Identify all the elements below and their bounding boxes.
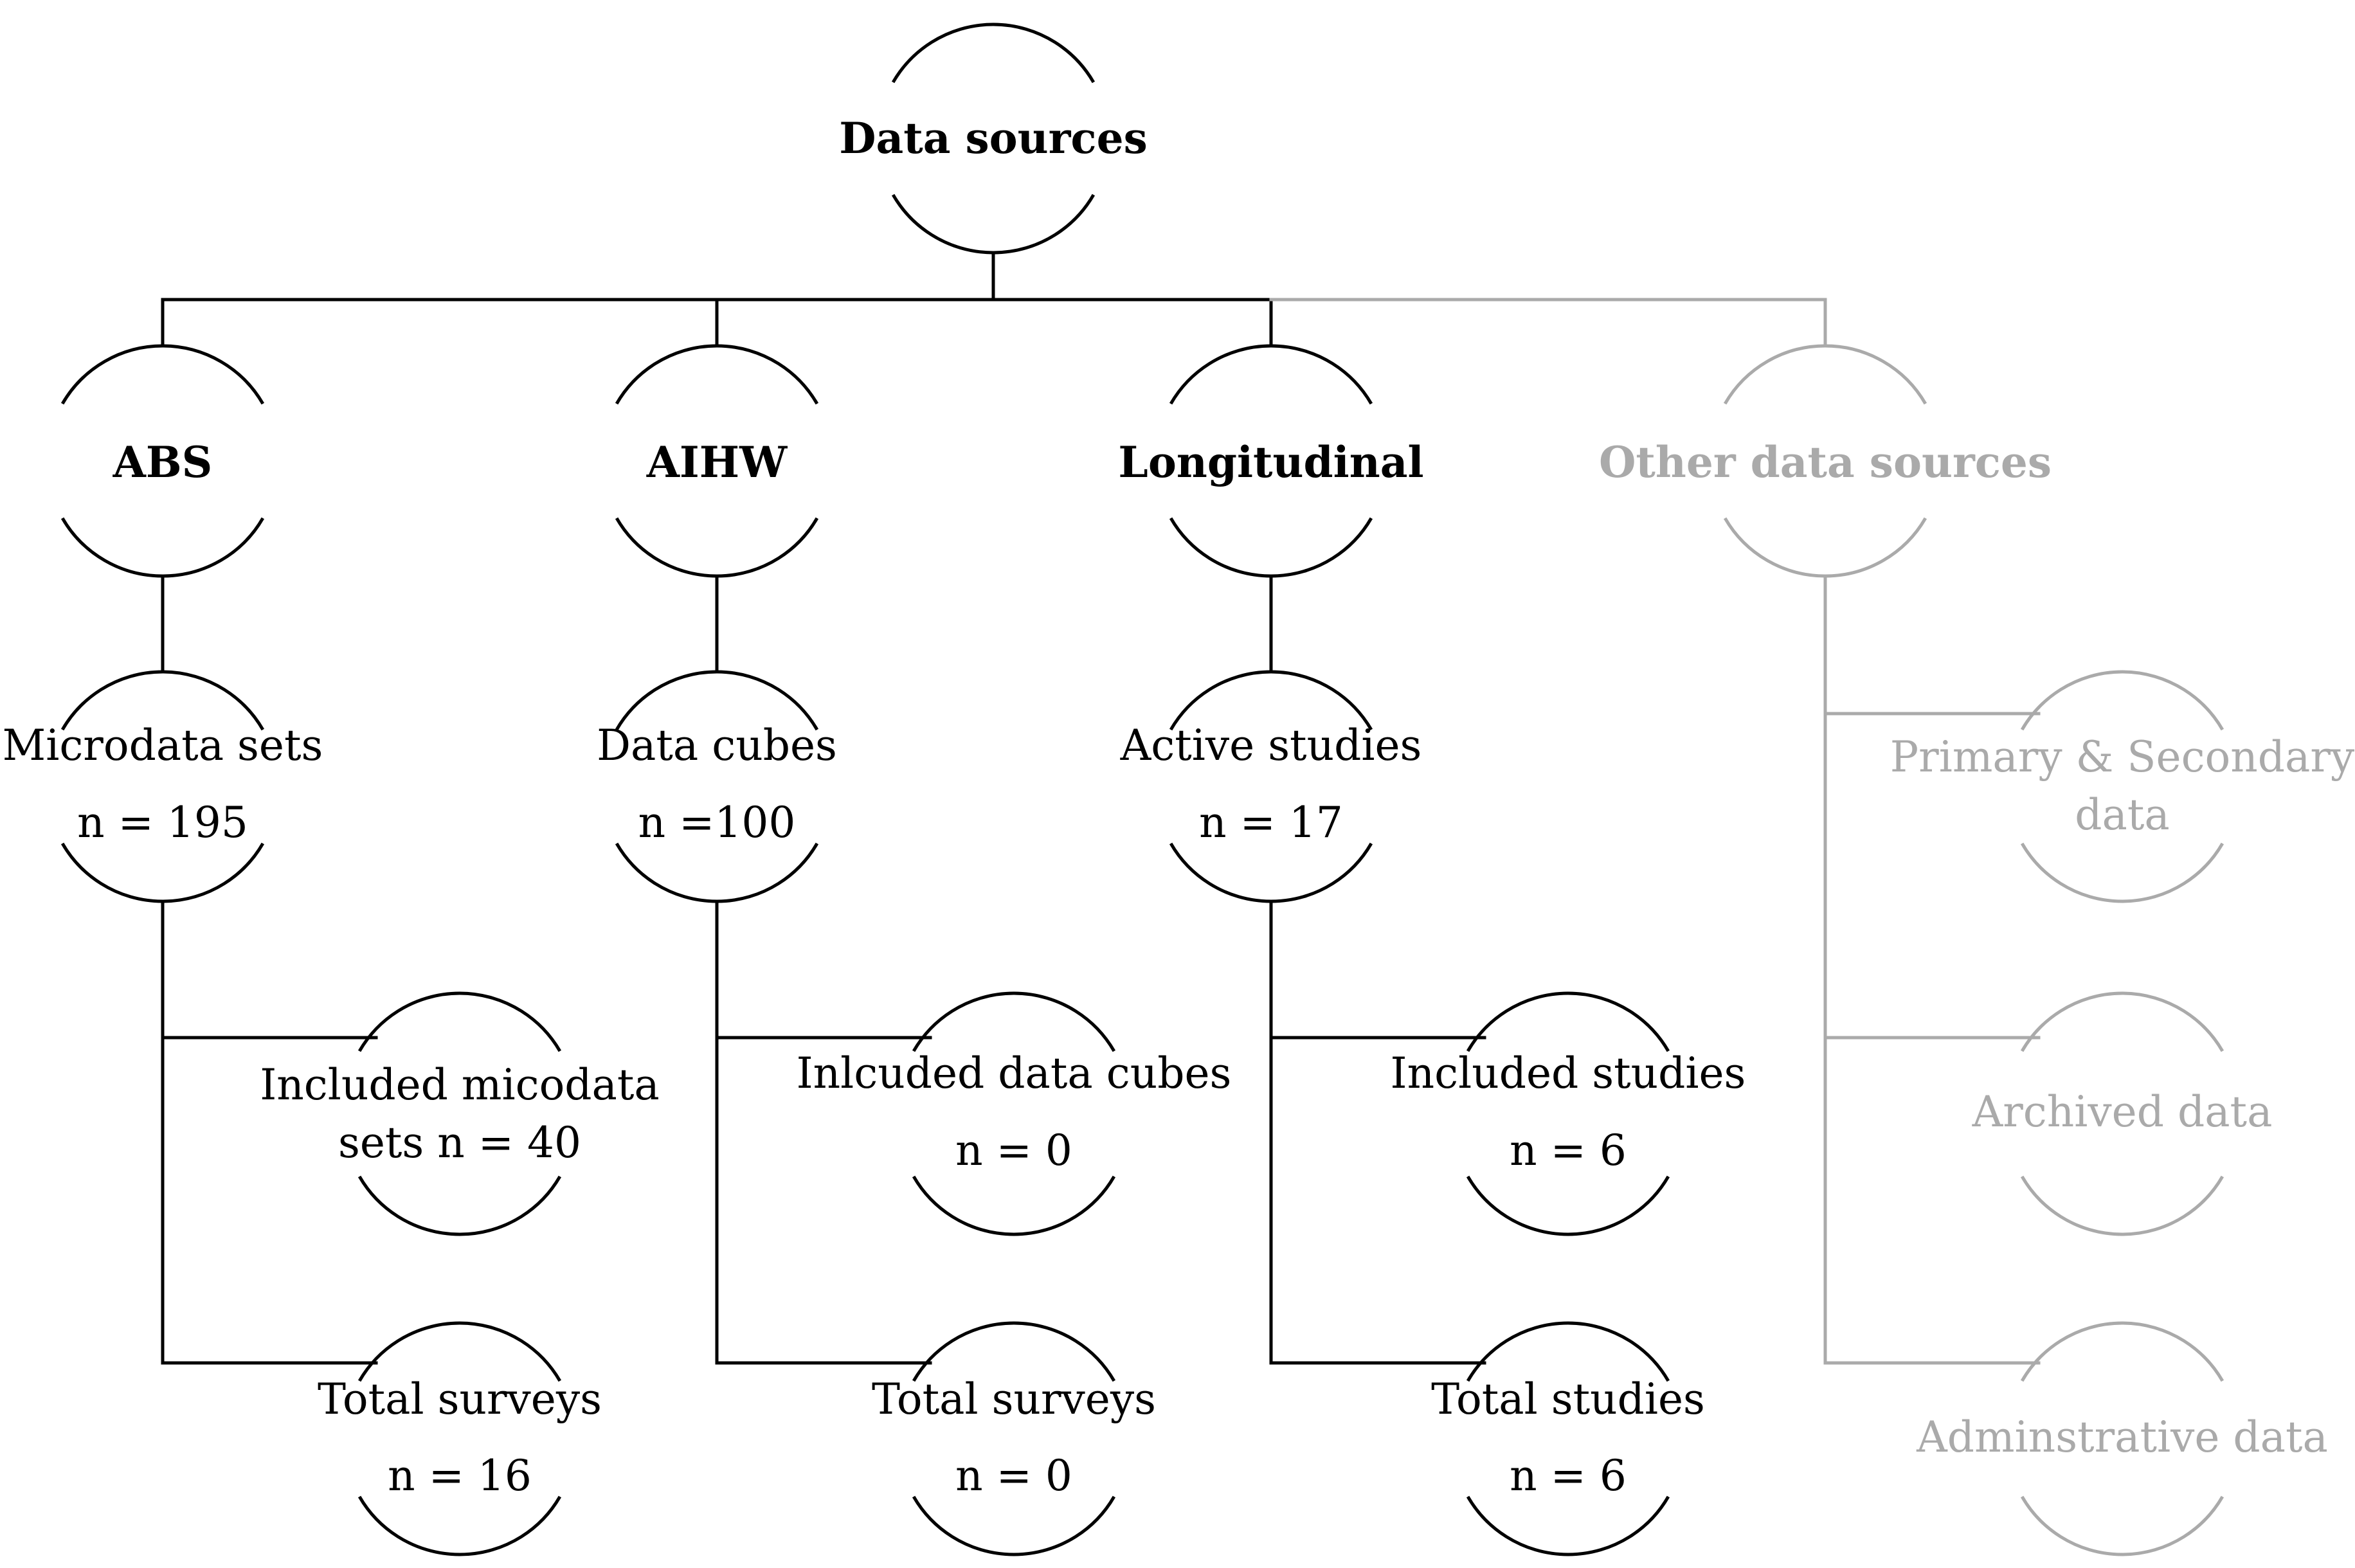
longitudinal-node-bottom-arc bbox=[1169, 517, 1373, 578]
longitudinal-source-node-bottom-arc bbox=[1169, 842, 1373, 903]
longitudinal-total-node-bottom-arc bbox=[1466, 1495, 1670, 1556]
top-bar-extension bbox=[1269, 298, 1827, 348]
abs-source-count: n = 195 bbox=[77, 798, 248, 847]
aihw-branch bbox=[715, 899, 932, 1365]
abs-source-label: Microdata sets bbox=[3, 721, 323, 770]
abs-total-label: Total surveys bbox=[318, 1374, 602, 1424]
aihw-total-label: Total surveys bbox=[872, 1374, 1156, 1424]
root-node-top-arc bbox=[891, 23, 1096, 84]
abs-source-node-top-arc bbox=[60, 670, 265, 731]
other-primary-node-bottom-arc bbox=[2020, 842, 2224, 903]
aihw-total-node-top-arc bbox=[912, 1321, 1116, 1382]
abs-title: ABS bbox=[113, 437, 213, 487]
other-archived-label: Archived data bbox=[1972, 1087, 2273, 1137]
other-primary-node-top-arc bbox=[2020, 670, 2224, 731]
abs-total-node-top-arc bbox=[357, 1321, 562, 1382]
abs-node-top-arc bbox=[60, 344, 265, 405]
longitudinal-total-node-top-arc bbox=[1466, 1321, 1670, 1382]
longitudinal-node-top-arc bbox=[1169, 344, 1373, 405]
abs-included-count: sets n = 40 bbox=[338, 1118, 581, 1167]
other-branch bbox=[1823, 574, 2041, 1365]
longitudinal-source-count: n = 17 bbox=[1199, 798, 1343, 847]
longitudinal-included-count: n = 6 bbox=[1510, 1126, 1627, 1175]
aihw-included-node-bottom-arc bbox=[912, 1175, 1116, 1236]
aihw-node-top-arc bbox=[615, 344, 819, 405]
longitudinal-source-node-top-arc bbox=[1169, 670, 1373, 731]
faded-connectors bbox=[1269, 298, 2041, 1365]
longitudinal-total-count: n = 6 bbox=[1510, 1451, 1627, 1500]
aihw-included-count: n = 0 bbox=[955, 1126, 1072, 1175]
aihw-source-node-top-arc bbox=[615, 670, 819, 731]
longitudinal-branch bbox=[1269, 899, 1486, 1365]
other-title: Other data sources bbox=[1599, 437, 2052, 487]
longitudinal-title: Longitudinal bbox=[1118, 437, 1423, 487]
aihw-included-label: Inlcuded data cubes bbox=[797, 1049, 1232, 1098]
aihw-total-node-bottom-arc bbox=[912, 1495, 1116, 1556]
other-archived-node-bottom-arc bbox=[2020, 1175, 2224, 1236]
other-archived-node-top-arc bbox=[2020, 991, 2224, 1052]
abs-included-label: Included micodata bbox=[260, 1060, 660, 1110]
abs-total-node-bottom-arc bbox=[357, 1495, 562, 1556]
abs-branch bbox=[161, 899, 378, 1365]
root-title: Data sources bbox=[839, 113, 1148, 163]
aihw-source-node-bottom-arc bbox=[615, 842, 819, 903]
other-administrative-label: Adminstrative data bbox=[1916, 1412, 2328, 1462]
other-node-top-arc bbox=[1723, 344, 1927, 405]
aihw-title: AIHW bbox=[646, 437, 788, 487]
aihw-node-bottom-arc bbox=[615, 517, 819, 578]
main-connectors bbox=[161, 251, 1486, 1365]
aihw-source-count: n =100 bbox=[638, 798, 796, 847]
abs-source-node-bottom-arc bbox=[60, 842, 265, 903]
other-node-bottom-arc bbox=[1723, 517, 1927, 578]
other-administrative-node-bottom-arc bbox=[2020, 1495, 2224, 1556]
other-primary-label: Primary & Secondary bbox=[1890, 732, 2355, 782]
aihw-source-label: Data cubes bbox=[597, 721, 837, 770]
abs-included-node-top-arc bbox=[357, 991, 562, 1052]
longitudinal-included-node-top-arc bbox=[1466, 991, 1670, 1052]
longitudinal-source-label: Active studies bbox=[1120, 721, 1422, 770]
abs-total-count: n = 16 bbox=[388, 1451, 532, 1500]
abs-node-bottom-arc bbox=[60, 517, 265, 578]
longitudinal-included-label: Included studies bbox=[1391, 1049, 1746, 1098]
abs-included-node-bottom-arc bbox=[357, 1175, 562, 1236]
aihw-included-node-top-arc bbox=[912, 991, 1116, 1052]
other-administrative-node-top-arc bbox=[2020, 1321, 2224, 1382]
longitudinal-included-node-bottom-arc bbox=[1466, 1175, 1670, 1236]
other-primary-label-cont: data bbox=[2075, 790, 2169, 840]
longitudinal-total-label: Total studies bbox=[1431, 1374, 1705, 1424]
root-node-bottom-arc bbox=[891, 194, 1096, 255]
aihw-total-count: n = 0 bbox=[955, 1451, 1072, 1500]
